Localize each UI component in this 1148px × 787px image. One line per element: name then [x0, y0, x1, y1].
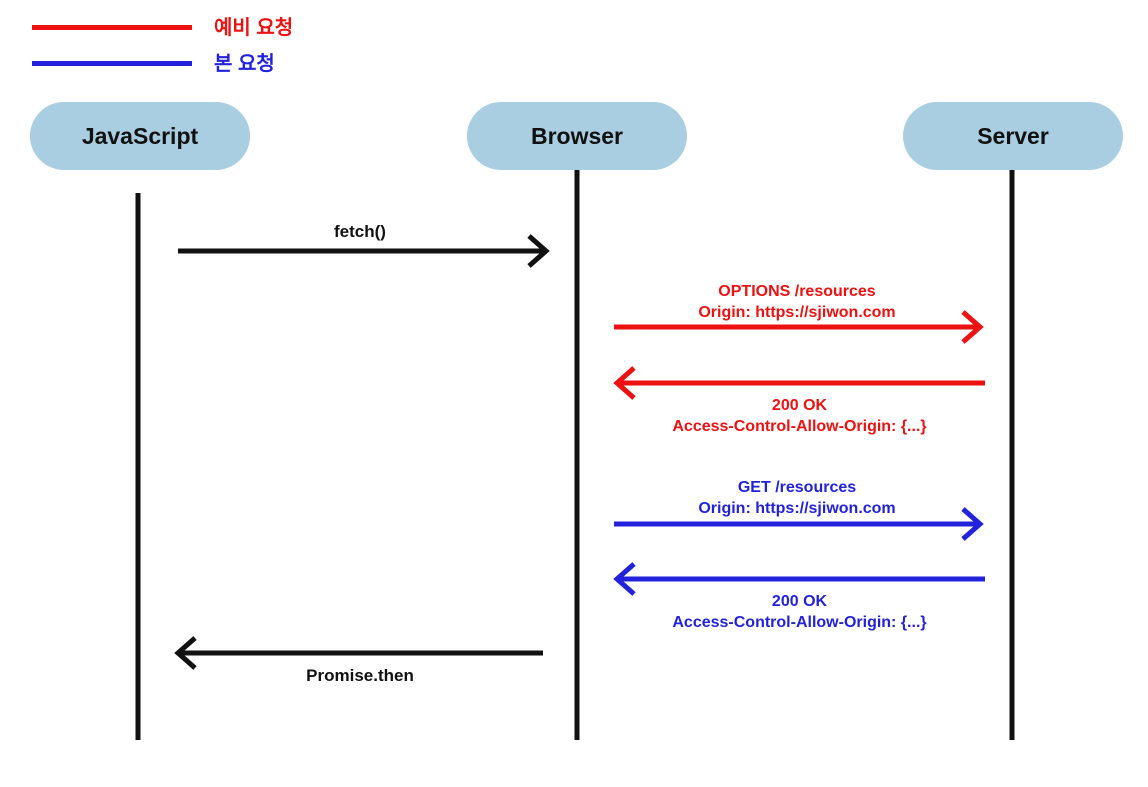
- message-fetch-label: fetch(): [334, 222, 386, 241]
- message-preflight-response-label: 200 OK Access-Control-Allow-Origin: {...…: [614, 395, 985, 437]
- arrowhead-left-icon: [613, 366, 636, 400]
- legend-preflight-line: [32, 25, 192, 30]
- legend-preflight-label: 예비 요청: [214, 17, 294, 39]
- actor-server-label: Server: [977, 122, 1049, 149]
- preflight-request-line1: OPTIONS /resources: [718, 283, 876, 300]
- actor-browser-label: Browser: [530, 122, 624, 149]
- main-request-line2: Origin: https://sjiwon.com: [698, 500, 896, 517]
- legend-main-label: 본 요청: [214, 53, 275, 75]
- arrow-preflight-response: [613, 366, 985, 400]
- actor-javascript-label: JavaScript: [81, 122, 199, 149]
- message-preflight-request-label: OPTIONS /resources Origin: https://sjiwo…: [614, 281, 980, 323]
- legend-main-line: [32, 61, 192, 66]
- message-main-response-label: 200 OK Access-Control-Allow-Origin: {...…: [614, 591, 985, 633]
- main-request-line1: GET /resources: [737, 479, 857, 496]
- main-response-line1: 200 OK: [771, 593, 828, 610]
- message-main-request-label: GET /resources Origin: https://sjiwon.co…: [614, 477, 980, 519]
- message-promise-then-label: Promise.then: [306, 666, 414, 685]
- actor-browser: Browser: [467, 102, 687, 170]
- arrowhead-left-icon: [613, 562, 636, 596]
- main-response-line2: Access-Control-Allow-Origin: {...}: [672, 614, 927, 631]
- actor-server: Server: [903, 102, 1123, 170]
- arrow-promise-then: [174, 636, 543, 670]
- arrowhead-left-icon: [174, 636, 197, 670]
- actor-javascript: JavaScript: [30, 102, 250, 170]
- preflight-response-line2: Access-Control-Allow-Origin: {...}: [672, 418, 927, 435]
- preflight-response-line1: 200 OK: [771, 397, 828, 414]
- arrowhead-right-icon: [527, 234, 550, 268]
- arrow-main-response: [613, 562, 985, 596]
- preflight-request-line2: Origin: https://sjiwon.com: [698, 304, 896, 321]
